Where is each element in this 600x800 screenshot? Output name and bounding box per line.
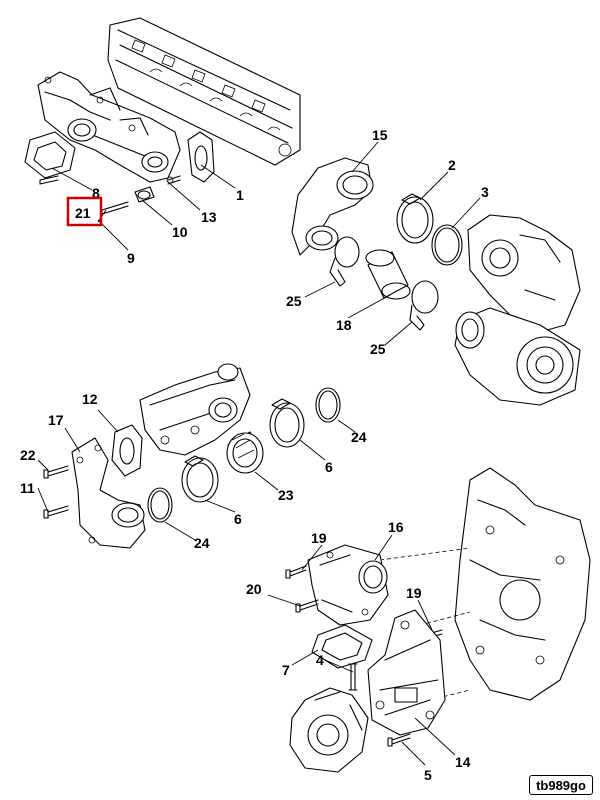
callout-15: 15 (372, 127, 388, 143)
callout-14: 14 (455, 754, 471, 770)
clamp-6-upper (269, 398, 305, 448)
callout-5: 5 (424, 767, 432, 783)
callout-4: 4 (316, 652, 324, 668)
callout-20: 20 (246, 581, 262, 597)
o-ring-24-lower (147, 487, 173, 523)
callout-9: 9 (127, 250, 135, 266)
callout-6-upper: 6 (325, 459, 333, 475)
callout-19-left: 19 (311, 530, 327, 546)
leader-lines (37, 141, 481, 766)
cylinder-head (107, 17, 301, 166)
bolt-19-left (285, 565, 307, 579)
callout-17: 17 (48, 412, 64, 428)
o-ring-24-upper (315, 387, 341, 423)
callout-22: 22 (20, 447, 36, 463)
callout-8: 8 (92, 185, 100, 201)
callout-24-upper: 24 (351, 429, 367, 445)
turbine-housing-lower (289, 687, 369, 773)
bolt-20 (295, 599, 319, 613)
studs-and-spacers (39, 175, 181, 215)
manifold-gasket-1 (187, 131, 215, 183)
manifold-gasket-8 (24, 131, 76, 179)
callout-1: 1 (236, 187, 244, 203)
callout-16: 16 (388, 519, 404, 535)
gasket-7 (311, 624, 373, 669)
callout-13: 13 (201, 209, 217, 225)
callout-12: 12 (82, 391, 98, 407)
callout-6-lower: 6 (234, 511, 242, 527)
callout-18: 18 (336, 317, 352, 333)
callout-24-lower: 24 (194, 535, 210, 551)
outlet-housing-16 (307, 544, 389, 626)
gasket-12 (111, 424, 143, 477)
bellows-23 (226, 431, 264, 474)
diagram-code-label: tb989go (529, 775, 593, 795)
clamp-25-lower (409, 280, 439, 331)
o-ring-3 (431, 224, 463, 266)
sleeve-18 (365, 249, 411, 300)
stud-4 (348, 663, 358, 691)
callout-19-right: 19 (406, 585, 422, 601)
clamp-2 (396, 193, 434, 244)
callout-7: 7 (282, 662, 290, 678)
bolts-11-22 (43, 465, 69, 519)
callout-3: 3 (481, 184, 489, 200)
callout-labels: 1 2 3 4 5 6 6 7 8 9 10 11 12 13 14 15 16… (20, 127, 489, 783)
highlight-box (66, 196, 103, 227)
callout-23: 23 (278, 487, 294, 503)
exhaust-manifold-alt (139, 363, 251, 456)
callout-11: 11 (20, 480, 35, 496)
callout-25-lower: 25 (370, 341, 386, 357)
exhaust-manifold (37, 71, 181, 184)
elbow-pipe-17 (71, 437, 146, 549)
intake-elbow-15 (291, 157, 374, 256)
turbocharger (454, 214, 581, 406)
callout-21-highlighted: 21 (75, 205, 91, 221)
bracket-14 (367, 609, 446, 736)
clamp-25-upper (329, 236, 360, 287)
gear-housing (454, 467, 591, 701)
bolt-5 (387, 733, 411, 747)
callout-2: 2 (448, 157, 456, 173)
callout-25-upper: 25 (286, 293, 302, 309)
callout-10: 10 (172, 224, 188, 240)
clamp-6-lower (181, 455, 219, 503)
